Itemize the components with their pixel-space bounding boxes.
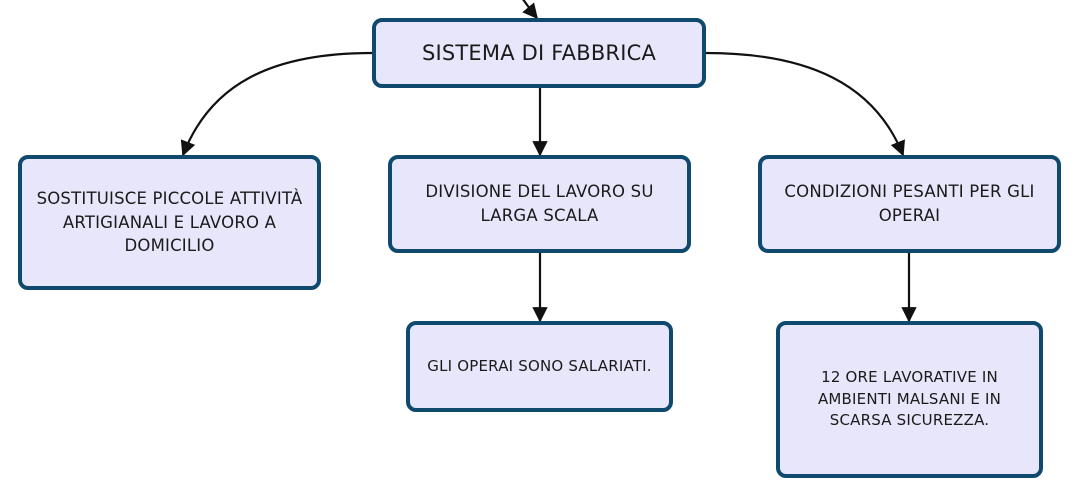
- node-label-a: SOSTITUISCE PICCOLE ATTIVITÀ ARTIGIANALI…: [36, 188, 303, 256]
- node-sostituisce-attivita[interactable]: SOSTITUISCE PICCOLE ATTIVITÀ ARTIGIANALI…: [18, 155, 321, 290]
- node-divisione-del-lavoro[interactable]: DIVISIONE DEL LAVORO SU LARGA SCALA: [388, 155, 691, 253]
- node-operai-salariati[interactable]: GLI OPERAI SONO SALARIATI.: [406, 321, 673, 412]
- incoming-edge-to-root: [522, 0, 538, 20]
- node-label-root: SISTEMA DI FABBRICA: [421, 40, 657, 65]
- edge-root-to-a: [180, 51, 373, 157]
- node-label-b1: GLI OPERAI SONO SALARIATI.: [427, 356, 652, 375]
- node-label-c: CONDIZIONI PESANTI PER GLI OPERAI: [784, 182, 1035, 225]
- node-label-b: DIVISIONE DEL LAVORO SU LARGA SCALA: [425, 182, 654, 225]
- node-sistema-di-fabbrica[interactable]: SISTEMA DI FABBRICA: [372, 18, 706, 88]
- edge-root-to-c: [705, 51, 905, 157]
- node-dodici-ore-lavorative[interactable]: 12 ORE LAVORATIVE IN AMBIENTI MALSANI E …: [776, 321, 1043, 478]
- node-condizioni-pesanti[interactable]: CONDIZIONI PESANTI PER GLI OPERAI: [758, 155, 1061, 253]
- node-label-c1: 12 ORE LAVORATIVE IN AMBIENTI MALSANI E …: [817, 367, 1002, 430]
